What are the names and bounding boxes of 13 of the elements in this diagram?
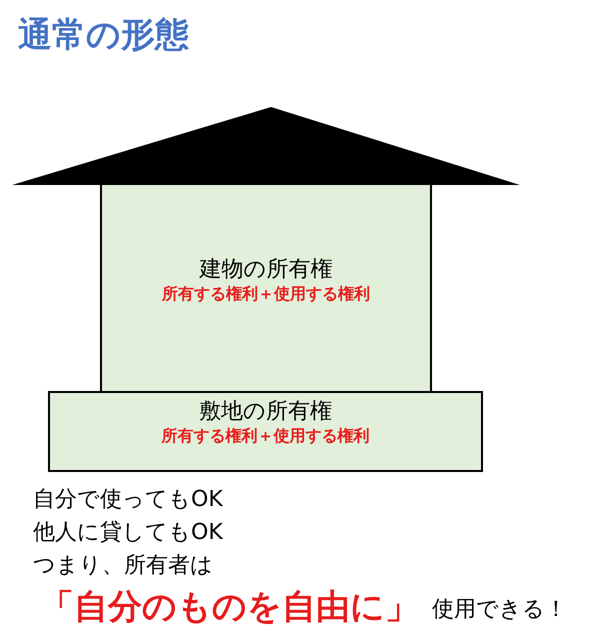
land-panel: [48, 391, 483, 472]
subheading: 所有する権利＋使用する権利: [162, 283, 370, 305]
title: 通常の形態: [18, 14, 189, 57]
note-text: 他人に貸してもOK: [33, 520, 223, 546]
heading: 建物の所有権: [200, 257, 332, 283]
note-text: 自分で使ってもOK: [33, 487, 223, 513]
subheading: 所有する権利＋使用する権利: [162, 425, 370, 447]
roof: [12, 107, 520, 185]
emphasis-text: 「自分のものを自由に」: [40, 588, 419, 626]
note-text: つまり、所有者は: [33, 553, 213, 579]
building-panel: [100, 183, 432, 394]
note-text: 使用できる！: [432, 597, 567, 623]
heading: 敷地の所有権: [199, 399, 332, 425]
